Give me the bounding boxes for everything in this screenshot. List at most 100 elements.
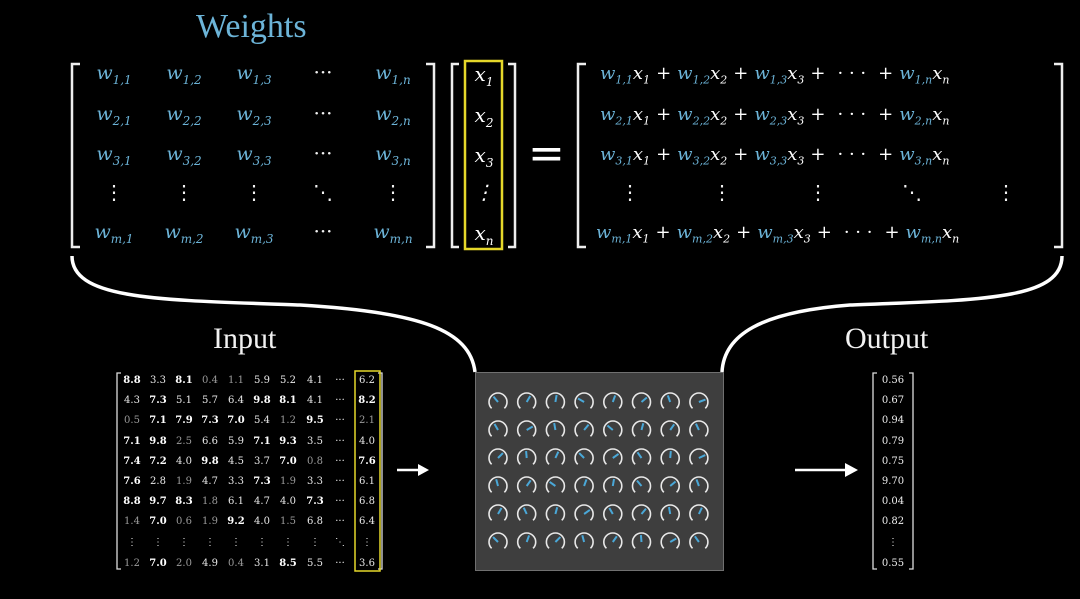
- result-dots: · · ·: [837, 63, 867, 84]
- result-x-subscript: 3: [797, 154, 805, 168]
- dial-icon: [660, 476, 680, 493]
- dial-icon: [488, 504, 508, 521]
- result-x-subscript: 3: [803, 232, 811, 246]
- result-weight: wm,1: [596, 222, 633, 246]
- weight-dots: ···: [313, 219, 333, 243]
- result-dots: · · ·: [843, 222, 873, 243]
- input-cell: 4.0: [359, 436, 375, 447]
- result-x: x2: [710, 104, 728, 128]
- input-cell: 6.8: [359, 496, 375, 507]
- dial-icon: [574, 532, 594, 549]
- result-weight: w1,3: [754, 63, 788, 87]
- result-x-subscript: n: [952, 232, 960, 246]
- result-dots: ⋮: [808, 180, 828, 204]
- input-cell: 3.3: [228, 476, 244, 487]
- input-dots: ···: [335, 496, 345, 507]
- arrow-out-of-network: [795, 463, 858, 477]
- result-plus: +: [816, 222, 832, 243]
- result-row: w2,1x1+w2,2x2+w2,3x3+· · ·+w2,nxn: [600, 104, 949, 128]
- dial-icon: [660, 532, 680, 549]
- result-weight-subscript: 1,2: [692, 73, 711, 87]
- result-x-subscript: 1: [643, 73, 651, 87]
- result-weight: w2,1: [600, 104, 633, 128]
- weight-subscript: 2,n: [391, 113, 411, 128]
- input-cell: 6.6: [202, 436, 218, 447]
- input-cell: 4.9: [202, 558, 218, 569]
- dial-icon: [516, 476, 537, 493]
- input-cell: 1.2: [124, 558, 140, 569]
- x-entry: x2: [475, 103, 494, 130]
- result-x: x2: [710, 63, 728, 87]
- result-x-subscript: 3: [797, 73, 805, 87]
- weight-dots: ⋮: [383, 180, 403, 204]
- weight-subscript: 1,3: [252, 72, 272, 87]
- input-cell: 8.1: [175, 375, 193, 386]
- weight-symbol: w: [375, 62, 392, 84]
- weight-subscript: 3,n: [391, 153, 411, 168]
- result-row: w3,1x1+w3,2x2+w3,3x3+· · ·+w3,nxn: [600, 144, 949, 168]
- input-cell: 4.7: [202, 476, 218, 487]
- input-title: Input: [213, 322, 277, 355]
- x-highlight-box: [463, 59, 504, 251]
- weight-symbol: w: [96, 143, 113, 165]
- weight-cell: w3,n: [375, 143, 410, 168]
- dial-icon: [488, 420, 508, 437]
- input-cell: 7.4: [123, 456, 141, 467]
- result-plus: +: [878, 63, 894, 84]
- dial-icon: [545, 532, 566, 549]
- dial-icon: [631, 532, 652, 549]
- dial-icon: [488, 532, 508, 549]
- result-row: wm,1x1+wm,2x2+wm,3x3+· · ·+wm,nxn: [596, 222, 959, 246]
- result-x-subscript: 1: [643, 114, 651, 128]
- result-weight: w2,2: [677, 104, 711, 128]
- input-cell: 8.8: [123, 375, 141, 386]
- result-weight-subscript: 2,n: [914, 114, 933, 128]
- weight-subscript: m,1: [110, 231, 134, 246]
- result-dots: ⋱: [902, 180, 922, 204]
- result-x: xn: [932, 144, 950, 168]
- result-plus: +: [733, 104, 749, 125]
- result-plus: +: [733, 63, 749, 84]
- result-x: x3: [787, 63, 805, 87]
- input-cell: 8.1: [279, 395, 297, 406]
- input-dots: ···: [335, 558, 345, 569]
- weight-subscript: 3,3: [252, 153, 272, 168]
- dial-icon: [631, 448, 652, 465]
- input-cell: 7.1: [123, 436, 141, 447]
- input-cell: 7.0: [227, 415, 245, 426]
- result-row: w1,1x1+w1,2x2+w1,3x3+· · ·+w1,nxn: [600, 63, 949, 87]
- result-plus: +: [878, 144, 894, 165]
- input-cell: 7.9: [175, 415, 193, 426]
- input-dots: ···: [335, 456, 345, 467]
- weight-dots: ⋱: [313, 180, 333, 204]
- input-cell: 8.8: [123, 496, 141, 507]
- weight-subscript: m,3: [250, 231, 274, 246]
- dial-icon: [603, 504, 623, 521]
- weight-symbol: w: [164, 221, 181, 243]
- dial-icon: [574, 392, 594, 409]
- weights-title: Weights: [196, 8, 307, 45]
- dial-icon: [631, 476, 652, 493]
- weight-symbol: w: [94, 221, 111, 243]
- input-cell: 7.3: [149, 395, 167, 406]
- weight-cell: w3,2: [166, 143, 201, 168]
- result-x-subscript: 1: [643, 154, 651, 168]
- weight-cell: w1,n: [375, 62, 410, 87]
- weight-cell: wm,1: [94, 221, 133, 246]
- dial-icon: [603, 420, 623, 437]
- input-cell: 4.1: [307, 395, 323, 406]
- result-dots: · · ·: [837, 144, 867, 165]
- result-plus: +: [810, 144, 826, 165]
- dial-icon: [689, 392, 709, 409]
- result-dots: · · ·: [837, 104, 867, 125]
- weight-subscript: 2,2: [182, 113, 202, 128]
- input-dots: ···: [335, 476, 345, 487]
- input-cell: 9.2: [227, 516, 245, 527]
- x-subscript: 3: [485, 156, 494, 170]
- dial-icon: [545, 392, 566, 409]
- dial-icon: [488, 476, 508, 493]
- input-cell: 7.0: [149, 516, 167, 527]
- weight-dots: ⋮: [174, 180, 194, 204]
- weight-subscript: m,n: [389, 231, 413, 246]
